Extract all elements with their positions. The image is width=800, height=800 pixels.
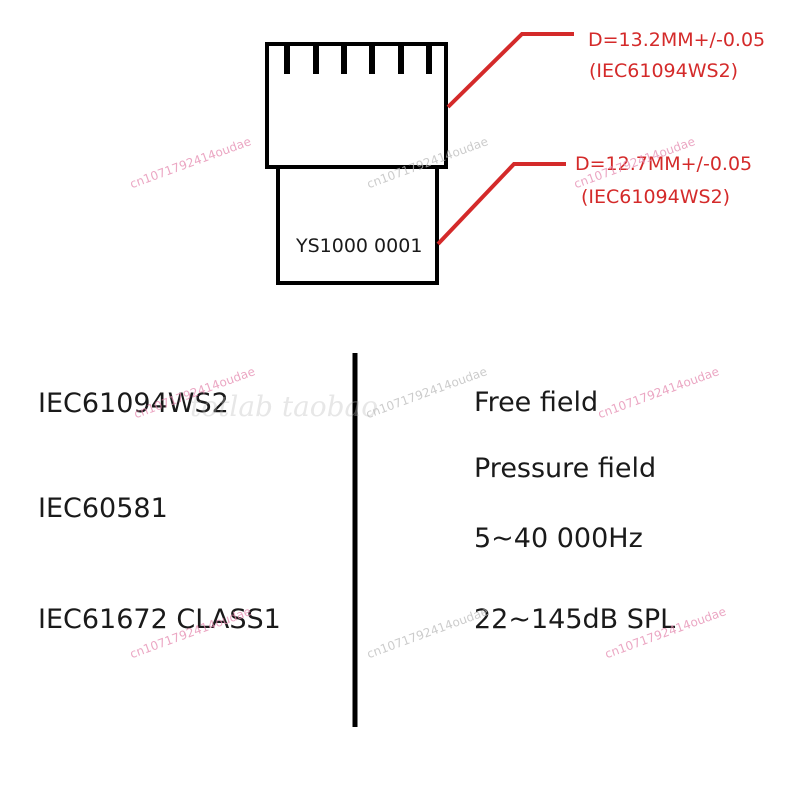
spec-standard-60581: IEC60581 <box>38 493 168 524</box>
watermark-shop: totlab taobao <box>190 390 379 423</box>
standard-annotation-top: (IEC61094WS2) <box>589 60 739 82</box>
microphone-grille <box>265 42 448 169</box>
spec-free-field: Free field <box>474 387 599 418</box>
spec-standard-61672: IEC61672 CLASS1 <box>38 604 281 635</box>
leader-line-bottom <box>436 162 566 246</box>
grille-slots <box>284 44 432 74</box>
part-number-label: YS1000 0001 <box>296 235 423 257</box>
standard-annotation-bottom: (IEC61094WS2) <box>581 186 731 208</box>
spec-frequency-range: 5~40 000Hz <box>474 523 643 554</box>
spec-spl-range: 22~145dB SPL <box>474 604 676 635</box>
spec-pressure-field: Pressure field <box>474 453 657 484</box>
diameter-annotation-bottom: D=12.7MM+/-0.05 <box>575 153 753 175</box>
leader-line-top <box>446 32 574 109</box>
spec-standard-ws2: IEC61094WS2 <box>38 388 229 419</box>
microphone-body <box>276 165 439 285</box>
diameter-annotation-top: D=13.2MM+/-0.05 <box>588 29 766 51</box>
